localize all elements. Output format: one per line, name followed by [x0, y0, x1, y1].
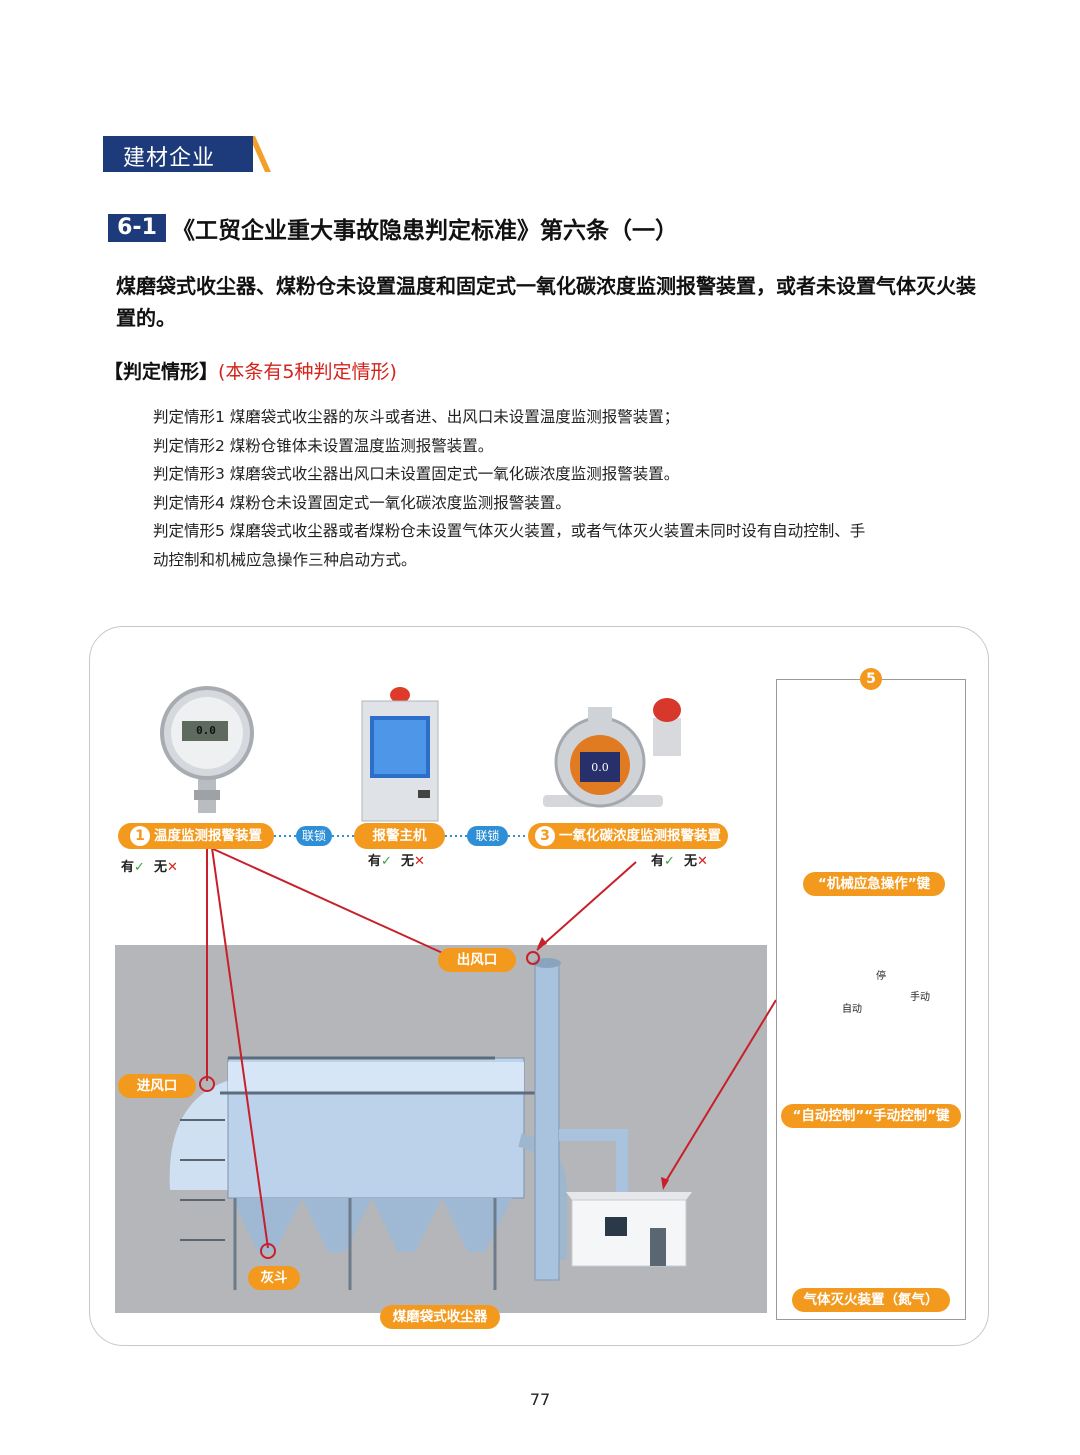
- heading-title: 《工贸企业重大事故隐患判定标准》第六条（一）: [172, 218, 678, 244]
- connector-lines: [206, 847, 777, 1249]
- judge-heading: 【判定情形】(本条有5种判定情形): [104, 357, 397, 384]
- co-reading: 0.0: [591, 761, 609, 774]
- inlet-callout: 进风口: [118, 1074, 196, 1098]
- dust-collector-icon: [169, 1056, 567, 1290]
- figure-frame: [89, 626, 989, 1346]
- case-5: 判定情形5 煤磨袋式收尘器或者煤粉仓未设置气体灭火装置，或者气体灭火装置未同时设…: [153, 522, 866, 540]
- co-number: 3: [535, 826, 555, 846]
- chimney-icon: [533, 958, 628, 1281]
- heading-number: 6-1: [108, 214, 166, 242]
- side-number: 5: [860, 668, 882, 690]
- gauge-reading: 0.0: [196, 724, 216, 737]
- co-label-text: 一氧化碳浓度监测报警装置: [559, 828, 721, 844]
- section-tag-background: [103, 136, 253, 172]
- hopper-callout: 灰斗: [248, 1266, 300, 1290]
- judge-note: (本条有5种判定情形): [218, 361, 397, 383]
- collector-callout: 煤磨袋式收尘器: [380, 1305, 500, 1329]
- link-badge-1: 联锁: [296, 826, 332, 846]
- switch-manual-text: 手动: [910, 992, 930, 1003]
- yes-no-host: 有✓ 无✕: [368, 854, 425, 869]
- judge-cases: 判定情形1 煤磨袋式收尘器的灰斗或者进、出风口未设置温度监测报警装置； 判定情形…: [153, 403, 983, 574]
- yes-no-co: 有✓ 无✕: [651, 854, 708, 869]
- yes-no-temp: 有✓ 无✕: [121, 860, 178, 875]
- section-tag-text: 建材企业: [123, 146, 216, 171]
- temperature-gauge-icon: [160, 686, 254, 813]
- co-detector-icon: [543, 698, 681, 808]
- case-4: 判定情形4 煤粉仓未设置固定式一氧化碳浓度监测报警装置。: [153, 493, 571, 512]
- gas-device-label: 气体灭火装置（氮气）: [792, 1288, 950, 1312]
- alarm-host-label: 报警主机: [354, 823, 445, 849]
- link-badge-2: 联锁: [467, 826, 508, 846]
- temp-label-text: 温度监测报警装置: [154, 828, 262, 844]
- description: 煤磨袋式收尘器、煤粉仓未设置温度和固定式一氧化碳浓度监测报警装置，或者未设置气体…: [116, 274, 976, 330]
- switch-auto-text: 自动: [842, 1004, 862, 1015]
- section-tag-accent: [249, 136, 271, 172]
- section-tag: 建材企业: [103, 136, 271, 172]
- judge-label: 【判定情形】: [104, 361, 219, 383]
- switch-stop-text: 停: [876, 971, 886, 982]
- extinguishing-room-icon: [566, 1192, 692, 1267]
- temp-number: 1: [130, 826, 150, 846]
- case-1: 判定情形1 煤磨袋式收尘器的灰斗或者进、出风口未设置温度监测报警装置；: [153, 408, 680, 426]
- side-panel: [776, 679, 966, 1320]
- outlet-callout: 出风口: [438, 948, 516, 972]
- page-number: 77: [529, 1390, 551, 1409]
- alarm-host-icon: [361, 687, 439, 822]
- auto-manual-key-label: “自动控制”“手动控制”键: [781, 1104, 961, 1128]
- case-5-cont: 动控制和机械应急操作三种启动方式。: [153, 550, 417, 569]
- emergency-key-label: “机械应急操作”键: [803, 872, 945, 896]
- case-2: 判定情形2 煤粉仓锥体未设置温度监测报警装置。: [153, 436, 494, 455]
- case-3: 判定情形3 煤磨袋式收尘器出风口未设置固定式一氧化碳浓度监测报警装置。: [153, 465, 680, 483]
